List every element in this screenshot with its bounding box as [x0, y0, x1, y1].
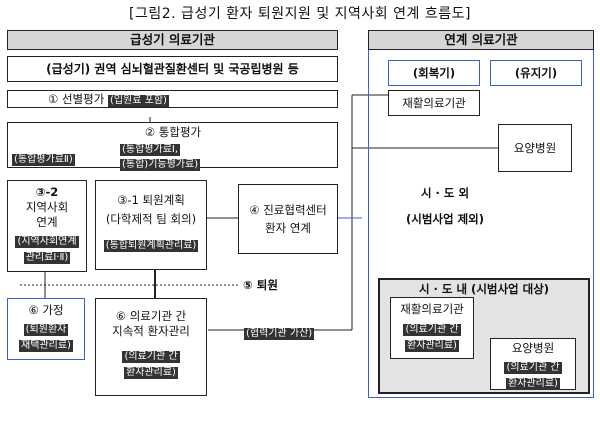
step3-2-line2: 연계 [36, 215, 58, 229]
step4-box: ④ 진료협력센터 환자 연계 [238, 184, 338, 254]
step6-home-tag2: 재택관리료) [19, 340, 73, 352]
outside-label-1: 시 · 도 외 [420, 186, 470, 200]
step2-label: ② 통합평가 [144, 125, 202, 139]
step1-tag: (입원료 포함) [107, 95, 169, 107]
step6-inst-box: ⑥ 의료기관 간 지속적 환자관리 (의료기관 간 환자관리료) [95, 298, 207, 396]
step3-2-tag2: 관리료Ⅰ·Ⅱ) [23, 252, 71, 264]
step3-2-number: ③-2 [35, 185, 59, 199]
step3-1-box: ③-1 퇴원계획 (다학제적 팀 회의) (통합퇴원계획관리료) [95, 180, 207, 270]
inside-region-header: 시 · 도 내 (시범사업 대상) [418, 282, 550, 296]
left-section-header: 급성기 의료기관 [7, 30, 338, 50]
step6-inst-tag2: 환자관리료) [124, 367, 178, 379]
step3-2-box: ③-2 지역사회 연계 (지역사회연계 관리료Ⅰ·Ⅱ) [7, 180, 87, 272]
step6-home-tag1: (퇴원환자 [23, 324, 69, 336]
right-section-header: 연계 의료기관 [368, 30, 594, 50]
step2-tag-right-1: (통합평가료Ⅰ, [120, 144, 181, 156]
step2-tag-right-2: (통합)기능평가료) [120, 159, 201, 171]
step6-inst-line2: 지속적 환자관리 [112, 324, 190, 338]
rehab-hospital-box: 재활의료기관 [388, 90, 480, 116]
step2-tag-left: (통합평가료Ⅱ) [12, 154, 75, 166]
inside-nursing-tag1: (의료기관 간 [504, 362, 562, 374]
inside-nursing-box: 요양병원 (의료기관 간 환자관리료) [490, 338, 576, 390]
step1-label: ① 선별평가 [48, 92, 105, 106]
inside-rehab-box: 재활의료기관 (의료기관 간 환자관리료) [390, 297, 474, 359]
inside-rehab-tag1: (의료기관 간 [403, 324, 461, 336]
partner-bonus-tag: (협력기관 가산) [244, 328, 315, 340]
recovery-box: (회복기) [388, 60, 480, 86]
inside-nursing-tag2: 환자관리료) [506, 378, 560, 390]
step4-line1: ④ 진료협력센터 [249, 203, 327, 217]
step3-2-tag1: (지역사회연계 [15, 236, 79, 248]
step6-home-box: ⑥ 가정 (퇴원환자 재택관리료) [7, 298, 85, 360]
step5-label: ⑤ 퇴원 [243, 278, 278, 292]
step3-1-tag: (통합퇴원계획관리료) [103, 240, 199, 252]
inside-rehab-tag2: 환자관리료) [405, 340, 459, 352]
step6-inst-tag1: (의료기관 간 [122, 351, 180, 363]
step4-line2: 환자 연계 [265, 221, 311, 235]
step1-box: ① 선별평가 (입원료 포함) [7, 90, 338, 108]
step3-1-line2: (다학제적 팀 회의) [105, 212, 197, 226]
nursing-hospital-box: 요양병원 [498, 124, 572, 172]
inside-rehab-label: 재활의료기관 [400, 302, 464, 316]
step3-1-line1: ③-1 퇴원계획 [117, 193, 185, 207]
step6-home-label: ⑥ 가정 [28, 303, 64, 317]
step3-2-line1: 지역사회 [25, 200, 69, 214]
step2-box: ② 통합평가 (통합평가료Ⅱ) (통합평가료Ⅰ, (통합)기능평가료) [7, 122, 338, 171]
outside-label-2: (시범사업 제외) [406, 212, 484, 226]
page-title: [그림2. 급성기 환자 퇴원지원 및 지역사회 연계 흐름도] [129, 6, 471, 22]
step6-inst-line1: ⑥ 의료기관 간 [115, 309, 187, 323]
org-box: (급성기) 권역 심뇌혈관질환센터 및 국공립병원 등 [7, 56, 338, 82]
maintenance-box: (유지기) [490, 60, 582, 86]
inside-nursing-label: 요양병원 [511, 341, 555, 355]
